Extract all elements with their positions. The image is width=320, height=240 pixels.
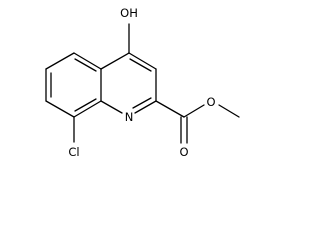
bond-carbonyl-ester-o <box>183 104 205 118</box>
ester-oxygen-label: O <box>206 95 215 109</box>
bond-c2-carbonyl <box>155 100 185 118</box>
ring-nitrogen-label: N <box>125 110 134 124</box>
bond-n1-c8a <box>100 100 123 114</box>
bond-c6-c5 <box>73 52 102 70</box>
chlorine-label: Cl <box>68 145 79 159</box>
hydroxyl-label: OH <box>120 6 138 20</box>
double-bond-c4a-c8a <box>74 98 97 112</box>
bond-c4a-c8a <box>73 100 102 118</box>
structure-canvas: OH Cl N O O <box>45 6 240 159</box>
bond-c4a-c4 <box>100 52 130 70</box>
double-bond-c6-c5 <box>74 58 97 72</box>
bond-c7-c6 <box>45 52 75 70</box>
structure-drawing: OH Cl N O O <box>45 6 240 159</box>
bond-c8a-c8 <box>45 100 75 118</box>
bond-c4-c3 <box>128 52 157 70</box>
carbonyl-oxygen-label: O <box>179 145 188 159</box>
double-bond-c4-c3 <box>129 58 152 72</box>
bond-ester-o-methyl <box>218 104 240 118</box>
bond-c2-n1 <box>134 100 157 114</box>
double-bond-c2-n1 <box>132 97 152 109</box>
